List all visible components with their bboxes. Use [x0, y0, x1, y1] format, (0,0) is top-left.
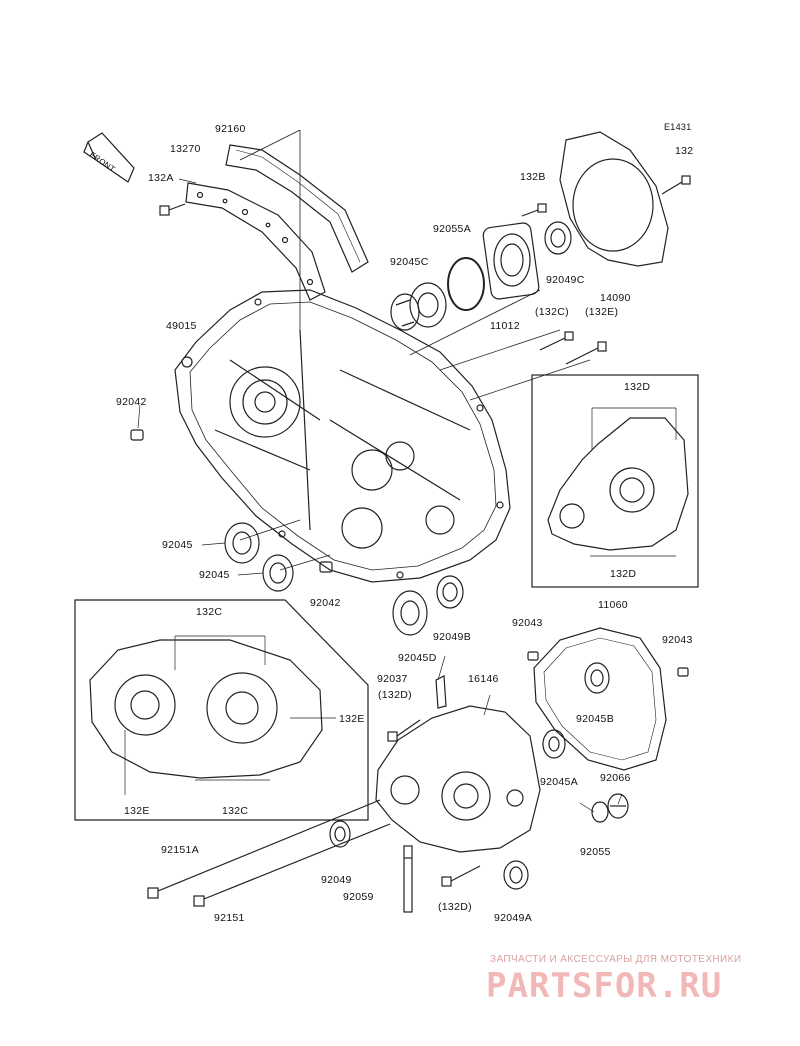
part-132D-bolt-a	[387, 719, 421, 742]
part-132B-bolt	[521, 203, 547, 217]
part-92042-pin-mid	[319, 561, 333, 573]
watermark-subtitle: ЗАПЧАСТИ И АКСЕССУАРЫ ДЛЯ МОТОТЕХНИКИ	[490, 954, 742, 965]
label-92151A: 92151A	[161, 844, 200, 856]
label-132D-top: 132D	[624, 381, 651, 393]
part-11012-cover	[482, 222, 540, 300]
part-92045-bearing-b	[262, 554, 294, 592]
label-92049B: 92049B	[433, 631, 472, 643]
label-92045B: 92045B	[576, 713, 615, 725]
label-132D-paren-a: (132D)	[378, 689, 412, 701]
part-92045D-bearing	[392, 590, 428, 636]
label-92049A: 92049A	[494, 912, 533, 924]
label-132A: 132A	[148, 172, 174, 184]
label-92045-a: 92045	[162, 539, 193, 551]
part-92049B-seal	[436, 575, 464, 609]
label-92037: 92037	[377, 673, 408, 685]
label-132C-box-bottom: 132C	[222, 805, 249, 817]
label-11012: 11012	[490, 320, 520, 332]
part-92049A-seal	[503, 860, 529, 890]
label-92059: 92059	[343, 891, 374, 903]
label-92151: 92151	[214, 912, 245, 924]
watermark-brand: PARTSFOR.RU	[486, 966, 723, 1006]
part-16146-housing	[375, 705, 541, 853]
part-132D-bolt-b	[441, 865, 481, 887]
part-92045B-bearing	[584, 662, 610, 694]
part-11060-gasket	[533, 627, 667, 771]
label-132D-paren-b: (132D)	[438, 901, 472, 913]
part-92055A-oring	[447, 257, 485, 311]
label-14090: 14090	[600, 292, 631, 304]
part-13270-plate	[185, 182, 326, 301]
part-92037-bracket	[435, 675, 447, 709]
label-132C-box-top: 132C	[196, 606, 223, 618]
label-13270: 13270	[170, 143, 201, 155]
label-92043-a: 92043	[512, 617, 543, 629]
detail-132C-cover	[89, 639, 323, 779]
part-92160-gasket	[225, 144, 369, 273]
label-132D-bottom: 132D	[610, 568, 637, 580]
detail-box-132D	[531, 374, 699, 588]
part-92045-bearing-a	[224, 522, 260, 564]
label-11060: 11060	[598, 599, 628, 611]
part-92045C-bearing	[390, 282, 447, 331]
label-92055A: 92055A	[433, 223, 472, 235]
label-132: 132	[675, 145, 694, 157]
label-16146: 16146	[468, 673, 499, 685]
label-132E-paren-top: (132E)	[585, 306, 619, 318]
label-92045D: 92045D	[398, 652, 437, 664]
label-92049: 92049	[321, 874, 352, 886]
part-92049C-seal	[544, 221, 572, 255]
label-49015: 49015	[166, 320, 197, 332]
label-132E-box-bottom: 132E	[124, 805, 150, 817]
part-92042-pin-left	[130, 429, 144, 441]
label-92066: 92066	[600, 772, 631, 784]
part-92151-bolt	[193, 823, 391, 907]
label-92042-mid: 92042	[310, 597, 341, 609]
detail-132D-cover	[547, 417, 689, 551]
label-92160: 92160	[215, 123, 246, 135]
part-49015-crankcase	[174, 289, 511, 583]
part-132-bolt	[661, 175, 691, 195]
part-92043-pin-a	[527, 651, 539, 661]
label-92045A: 92045A	[540, 776, 579, 788]
part-14090-gasket	[559, 131, 669, 267]
part-92151A-bolt	[147, 799, 381, 899]
part-92055-oring	[591, 801, 609, 823]
part-132E-bolt	[565, 341, 607, 365]
label-92055: 92055	[580, 846, 611, 858]
label-92049C: 92049C	[546, 274, 585, 286]
part-92059-shaft	[403, 845, 413, 913]
label-132B: 132B	[520, 171, 546, 183]
label-132C-paren-top: (132C)	[535, 306, 569, 318]
label-92045-b: 92045	[199, 569, 230, 581]
diagram-code: E1431	[664, 122, 692, 132]
part-92066-plug	[607, 793, 629, 819]
detail-box-132C-132E	[74, 599, 369, 821]
label-132E-box-right: 132E	[339, 713, 365, 725]
part-92045A-bearing	[542, 729, 566, 759]
label-92045C: 92045C	[390, 256, 429, 268]
label-92043-b: 92043	[662, 634, 693, 646]
part-132C-bolt	[539, 331, 574, 351]
front-arrow-icon	[83, 132, 135, 183]
part-92049-seal	[329, 820, 351, 848]
label-92042-left: 92042	[116, 396, 147, 408]
part-92043-pin-b	[677, 667, 689, 677]
part-132A-bolt	[159, 203, 186, 216]
